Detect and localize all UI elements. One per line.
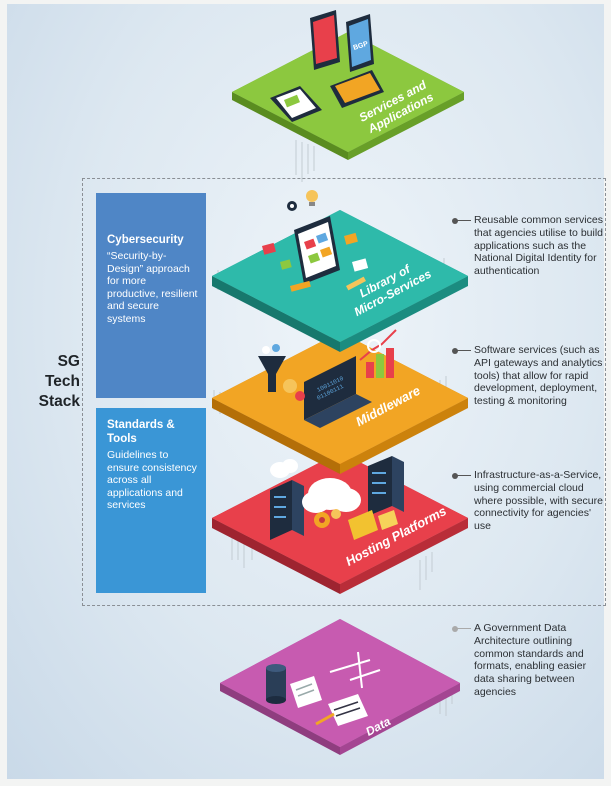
leader-hosting: [452, 472, 471, 479]
cloud-icon: [270, 459, 361, 513]
library-layer: Library of Micro-Services: [212, 190, 468, 352]
services-layer: BGP Services and Applications: [232, 10, 464, 160]
stack-title-line3: Stack: [38, 393, 80, 410]
phone-icon: BGP: [310, 10, 374, 72]
standards-heading: Standards & Tools: [107, 419, 175, 445]
cybersecurity-panel: Cybersecurity “Security-by-Design” appro…: [96, 193, 206, 398]
stack-title-line1: SG: [57, 353, 80, 370]
gear-icon: [283, 379, 305, 401]
data-description: A Government Data Architecture outlining…: [474, 622, 587, 698]
gear-icon: [287, 201, 297, 211]
database-icon: [266, 664, 286, 704]
stack-title: SG Tech Stack: [20, 352, 80, 412]
leader-library: [452, 217, 471, 224]
standards-body: Guidelines to ensure consistency across …: [107, 449, 197, 512]
folder-icon: [348, 510, 398, 540]
middleware-layer: 10011010 01100111 Middleware: [212, 329, 468, 474]
standards-panel: Standards & Tools Guidelines to ensure c…: [96, 408, 206, 593]
tech-stack-frame: [82, 178, 606, 606]
document-icon: [290, 676, 368, 726]
middleware-description: Software services (such as API gateways …: [474, 344, 603, 408]
laptop-icon: 10011010 01100111: [304, 356, 372, 428]
library-description: Reusable common services that agencies u…: [474, 214, 603, 278]
chart-icon: [359, 329, 397, 378]
cybersecurity-body: “Security-by-Design” approach for more p…: [107, 250, 198, 325]
funnel-icon: [258, 344, 286, 392]
data-flow-icon: [329, 651, 381, 689]
stack-title-line2: Tech: [44, 373, 80, 390]
leader-data: [452, 625, 471, 632]
phone-label: BGP: [352, 40, 369, 51]
server-icon: [270, 456, 404, 540]
lightbulb-icon: [306, 190, 318, 206]
tablet-icon: [294, 216, 340, 284]
gear-icon: [314, 509, 341, 528]
floating-tiles: [262, 232, 369, 292]
leader-middleware: [452, 347, 471, 354]
hosting-layer: Hosting Platforms: [212, 452, 468, 594]
data-layer: Data: [220, 619, 460, 755]
cybersecurity-heading: Cybersecurity: [107, 234, 184, 246]
hosting-description: Infrastructure-as-a-Service, using comme…: [474, 469, 603, 533]
phone-icon: [270, 70, 384, 122]
